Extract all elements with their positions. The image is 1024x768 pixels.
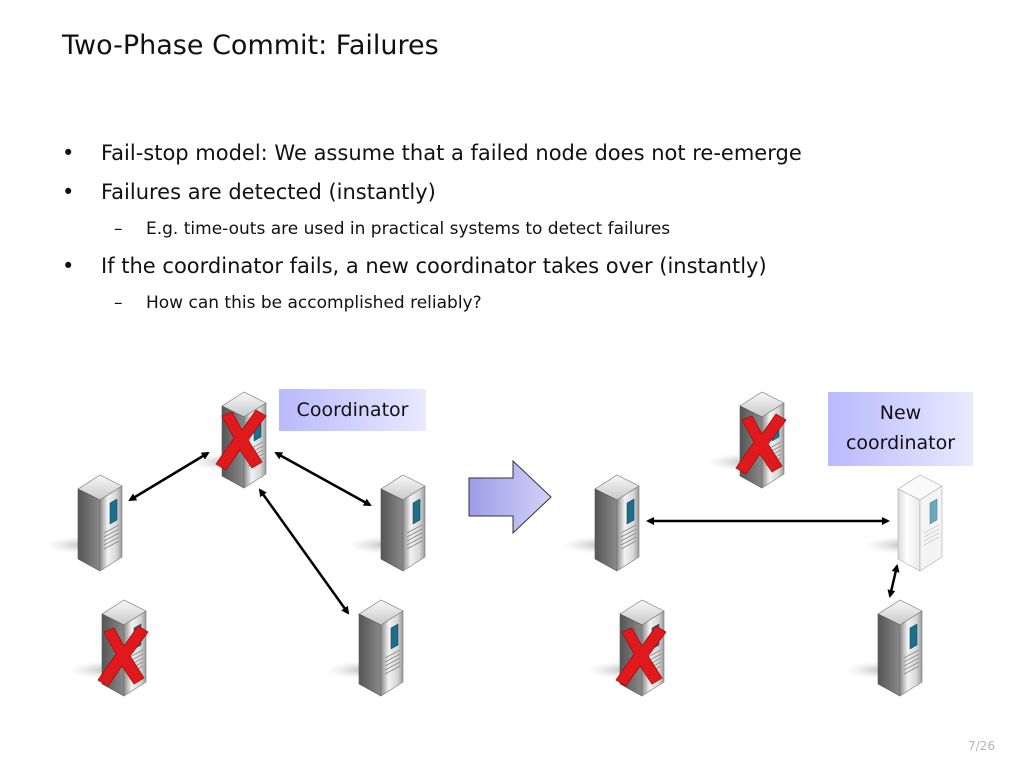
coordinator-label: Coordinator bbox=[279, 389, 426, 431]
new-coordinator-label-line2: coordinator bbox=[845, 432, 956, 454]
server-icon bbox=[560, 474, 646, 572]
server-icon bbox=[843, 599, 929, 697]
bullet-text: If the coordinator fails, a new coordina… bbox=[101, 254, 767, 278]
transition-arrow-icon bbox=[468, 459, 552, 535]
sub-bullet-text: How can this be accomplished reliably? bbox=[146, 293, 482, 313]
page-number: 7/26 bbox=[968, 739, 995, 753]
sub-bullet-item: – How can this be accomplished reliably? bbox=[62, 292, 962, 314]
bullet-dot: • bbox=[62, 141, 75, 165]
new-coordinator-label: New coordinator bbox=[828, 392, 973, 466]
server-icon bbox=[324, 599, 410, 697]
bullet-item: • If the coordinator fails, a new coordi… bbox=[62, 253, 962, 279]
bullet-dot: • bbox=[62, 180, 75, 204]
sub-bullet-text: E.g. time-outs are used in practical sys… bbox=[146, 219, 671, 239]
slide-title: Two-Phase Commit: Failures bbox=[62, 30, 439, 61]
server-icon bbox=[43, 474, 129, 572]
sub-bullet-dash: – bbox=[114, 219, 123, 239]
message-arrow bbox=[887, 564, 900, 598]
message-arrow bbox=[274, 451, 372, 507]
bullet-text: Failures are detected (instantly) bbox=[101, 180, 436, 204]
server-icon-failed bbox=[67, 599, 153, 697]
sub-bullet-item: – E.g. time-outs are used in practical s… bbox=[62, 218, 962, 240]
bullet-item: • Failures are detected (instantly) bbox=[62, 179, 962, 205]
bullet-dot: • bbox=[62, 254, 75, 278]
bullet-list: • Fail-stop model: We assume that a fail… bbox=[62, 140, 962, 314]
bullet-text: Fail-stop model: We assume that a failed… bbox=[101, 141, 802, 165]
new-coordinator-label-line1: New bbox=[879, 402, 922, 424]
server-icon-old-coordinator-failed bbox=[705, 391, 791, 489]
server-icon-new-coordinator bbox=[863, 474, 949, 572]
server-icon-coordinator-failed bbox=[187, 391, 273, 489]
sub-bullet-dash: – bbox=[114, 293, 123, 313]
server-icon-failed bbox=[585, 599, 671, 697]
message-arrow bbox=[258, 488, 350, 615]
server-icon bbox=[346, 474, 432, 572]
bullet-item: • Fail-stop model: We assume that a fail… bbox=[62, 140, 962, 166]
message-arrow bbox=[128, 451, 210, 502]
